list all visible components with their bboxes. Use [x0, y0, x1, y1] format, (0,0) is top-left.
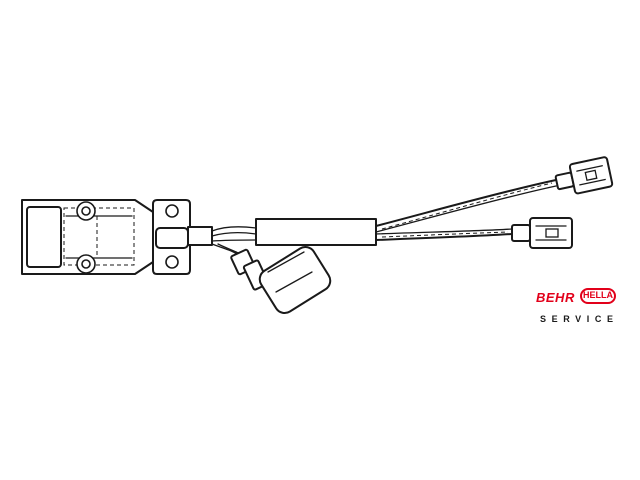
resistor-housing — [21, 199, 154, 275]
brand-behr: BEHR — [536, 290, 575, 305]
branch-wires — [375, 179, 557, 241]
mounting-flange — [152, 199, 191, 275]
brand-hella: HELLA — [583, 290, 613, 300]
hella-badge: HELLA — [580, 288, 620, 306]
behr-hella-logo: BEHR HELLA SERVICE — [536, 288, 622, 332]
connector-lower — [511, 217, 573, 249]
connector-upper — [554, 156, 614, 195]
plug-connector — [230, 245, 332, 315]
brand-service: SERVICE — [540, 314, 619, 324]
hella-oval-shape — [580, 288, 616, 304]
insulating-sleeve — [255, 218, 377, 246]
